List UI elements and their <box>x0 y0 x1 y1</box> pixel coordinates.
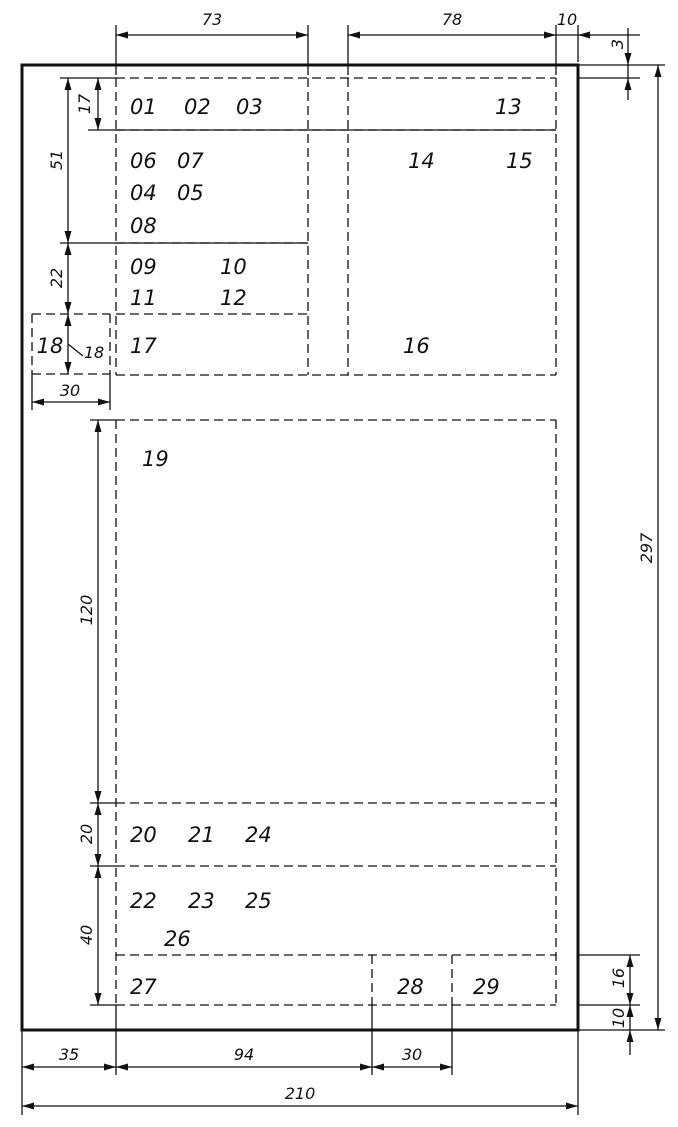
dim-51: 51 <box>47 150 66 170</box>
field-25: 25 <box>245 889 272 913</box>
dim-18-right: 18 <box>84 343 104 362</box>
field-20: 20 <box>130 823 157 847</box>
field-26: 26 <box>164 927 191 951</box>
field-19: 19 <box>142 447 169 471</box>
dim-22: 22 <box>47 268 66 288</box>
field-labels: 01 02 03 13 06 07 14 15 04 05 08 09 10 1… <box>130 95 533 999</box>
field-11: 11 <box>130 286 157 310</box>
dim-18-left: 18 <box>37 334 64 358</box>
field-13: 13 <box>495 95 522 119</box>
field-15: 15 <box>506 149 533 173</box>
dim-297: 297 <box>637 532 656 563</box>
dim-17: 17 <box>75 93 94 114</box>
field-17: 17 <box>130 334 157 358</box>
field-12: 12 <box>220 286 247 310</box>
dim-78: 78 <box>442 10 462 29</box>
dim-30-bottom: 30 <box>402 1045 422 1064</box>
field-28: 28 <box>397 975 424 999</box>
dimension-lines <box>21 25 665 1115</box>
dim-94: 94 <box>234 1045 254 1064</box>
field-23: 23 <box>188 889 215 913</box>
dim-3: 3 <box>608 39 627 49</box>
field-14: 14 <box>408 149 435 173</box>
field-08: 08 <box>130 214 157 238</box>
field-03: 03 <box>236 95 263 119</box>
dim-40: 40 <box>77 925 96 945</box>
dim-210: 210 <box>285 1084 316 1103</box>
dim-120: 120 <box>77 595 96 626</box>
sheet-frame <box>20 63 580 1032</box>
field-24: 24 <box>245 823 272 847</box>
dim-73: 73 <box>202 10 222 29</box>
dim-30-left: 30 <box>60 381 80 400</box>
field-09: 09 <box>130 255 157 279</box>
field-05: 05 <box>177 181 204 205</box>
field-10: 10 <box>220 255 247 279</box>
field-01: 01 <box>130 95 157 119</box>
field-06: 06 <box>130 149 157 173</box>
field-27: 27 <box>130 975 157 999</box>
dimension-labels: 73 78 10 3 17 51 22 18 18 30 120 20 40 2… <box>37 10 656 1103</box>
dim-35: 35 <box>59 1045 79 1064</box>
field-04: 04 <box>130 181 157 205</box>
dim-10-top: 10 <box>557 10 577 29</box>
field-21: 21 <box>188 823 215 847</box>
lower-field-block <box>115 419 557 1006</box>
upper-field-block <box>31 77 557 376</box>
field-02: 02 <box>184 95 211 119</box>
field-22: 22 <box>130 889 157 913</box>
field-29: 29 <box>473 975 500 999</box>
dim-10-bottom: 10 <box>609 1008 628 1028</box>
dim-20: 20 <box>77 824 96 844</box>
field-07: 07 <box>177 149 204 173</box>
dim-16: 16 <box>609 968 628 988</box>
field-16: 16 <box>403 334 430 358</box>
